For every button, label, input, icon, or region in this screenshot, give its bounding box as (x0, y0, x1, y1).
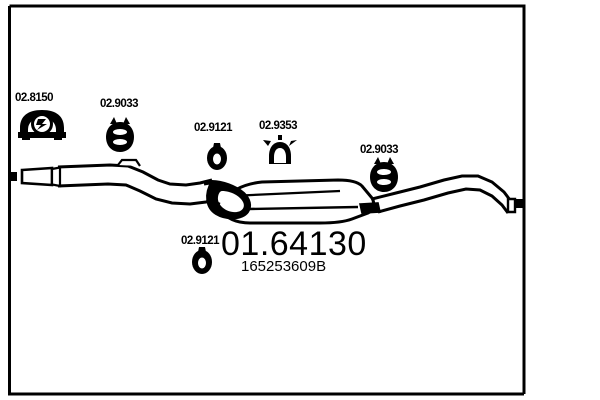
muffler-inlet-cone (203, 179, 252, 220)
label-02-8150: 02.8150 (15, 92, 53, 104)
left-pipe-bracket-tab (117, 158, 141, 167)
clamp-bracket-icon (18, 110, 66, 140)
left-pipe-upper-edge (57, 163, 213, 187)
label-02-9033-left: 02.9033 (100, 98, 138, 110)
grommet-ring-icon-top (207, 143, 227, 170)
left-pipe-lower-edge (57, 182, 219, 206)
tail-pipe (359, 174, 517, 214)
label-02-9121-top: 02.9121 (194, 122, 233, 134)
rubber-hanger-icon-left (106, 117, 134, 152)
label-02-9033-right: 02.9033 (360, 144, 398, 156)
bell-hanger-icon (263, 135, 297, 164)
rubber-hanger-icon-right (370, 157, 398, 192)
main-part-number: 01.64130 (221, 225, 367, 263)
left-connector-tick (8, 172, 17, 181)
oem-part-number: 165253609B (241, 258, 326, 275)
grommet-ring-icon-bottom (192, 247, 212, 274)
label-02-9121-bottom: 02.9121 (181, 235, 220, 247)
left-pipe-flange (20, 166, 62, 188)
label-02-9353: 02.9353 (259, 120, 297, 132)
right-connector-tick (516, 199, 525, 208)
exhaust-assembly (8, 158, 525, 225)
diagram-frame (8, 4, 526, 396)
